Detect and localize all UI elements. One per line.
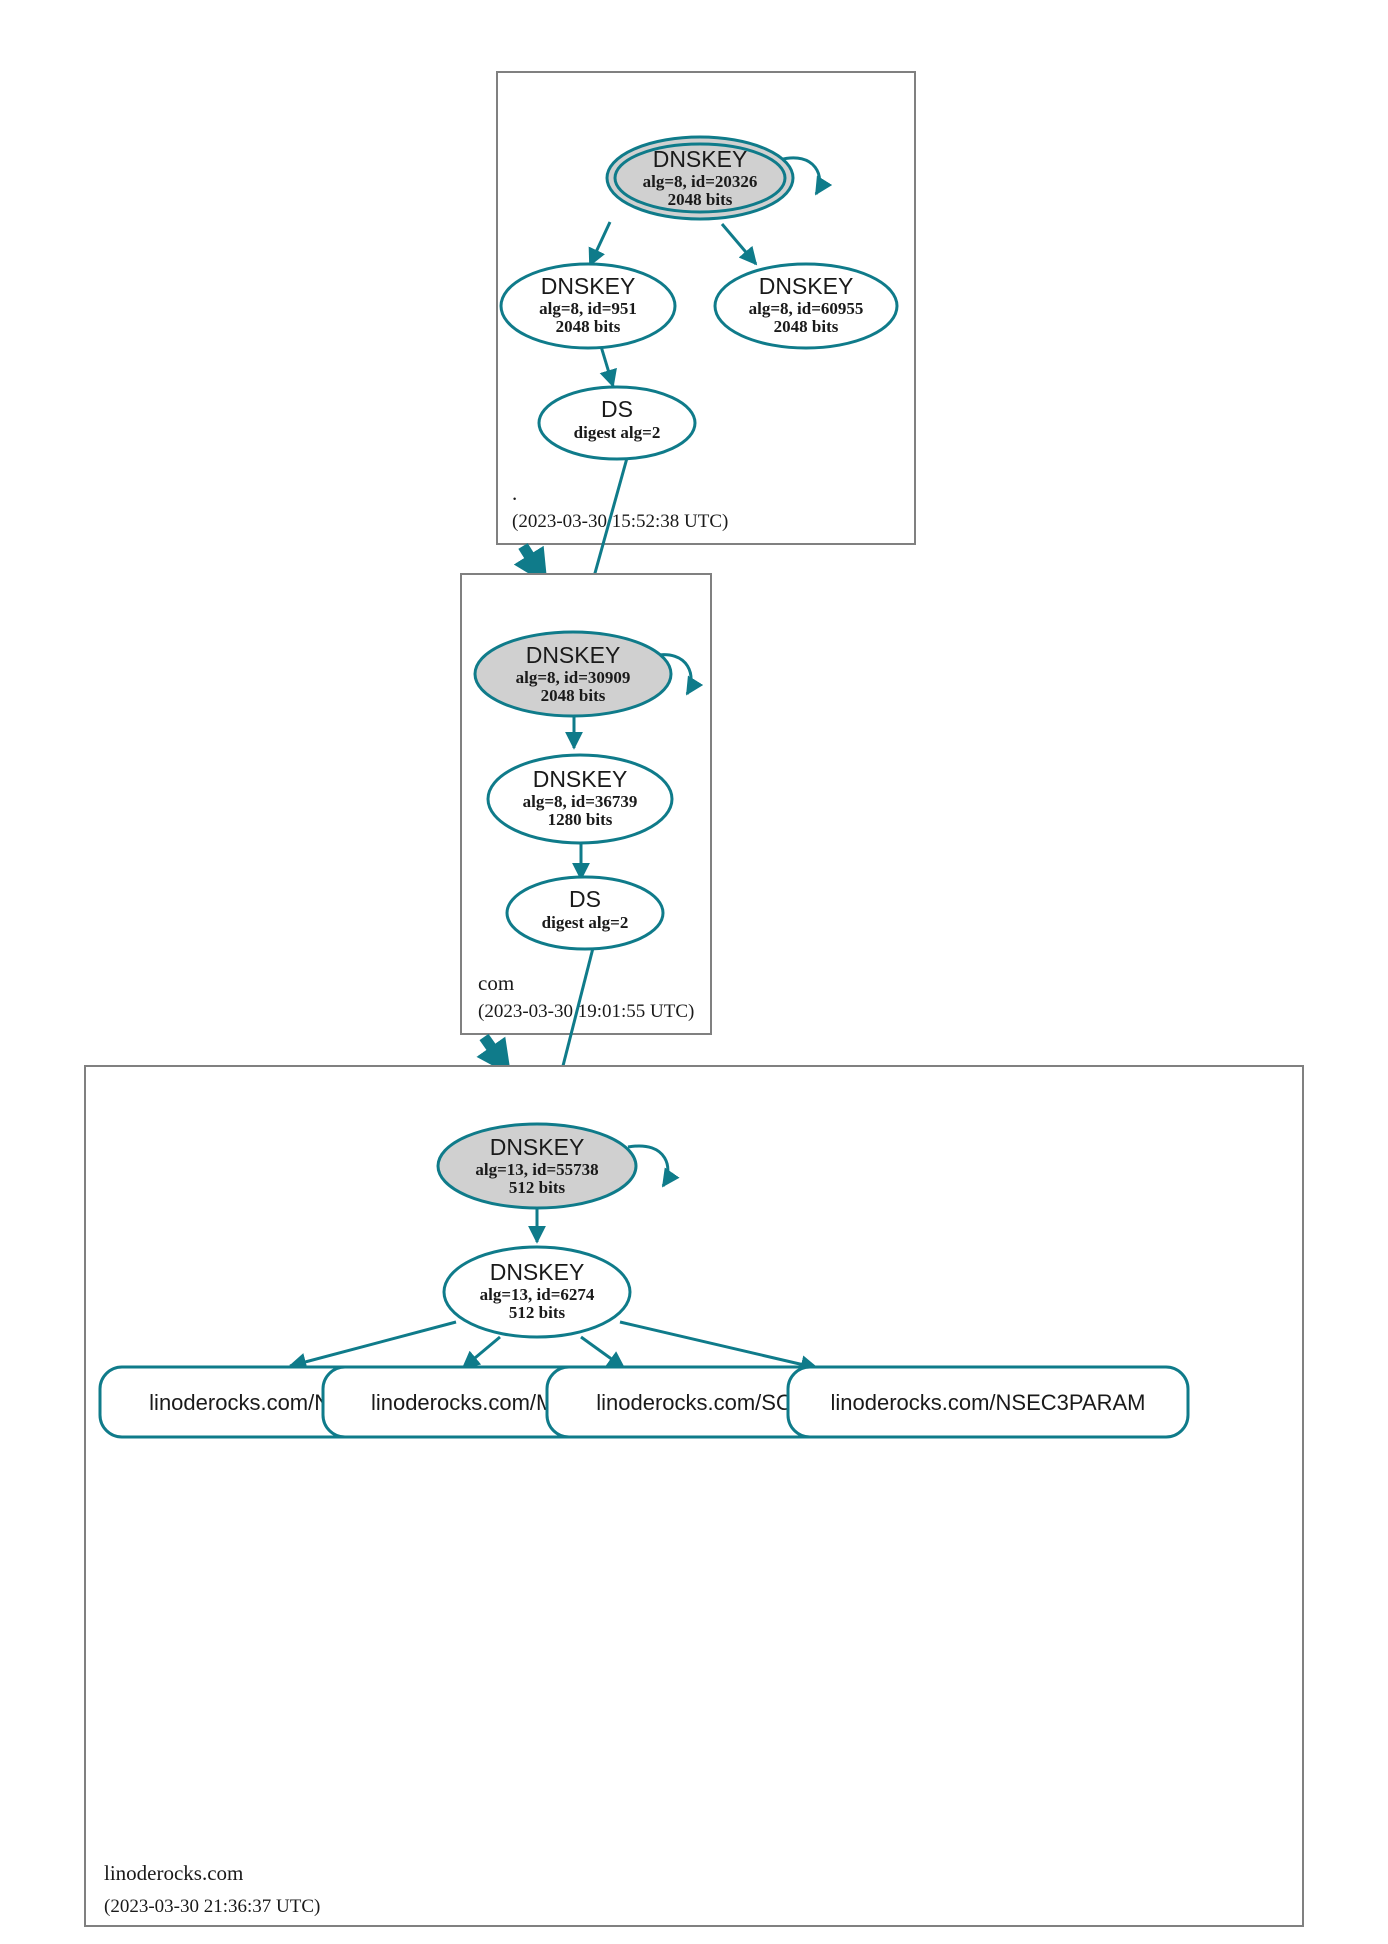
node-com-ds[interactable]: DS digest alg=2 (505, 875, 665, 951)
node-root-ds-title: DS (601, 396, 633, 422)
node-root-zsk-60955[interactable]: DNSKEY alg=8, id=60955 2048 bits (713, 262, 899, 350)
node-lr-zsk-title: DNSKEY (490, 1259, 585, 1285)
node-lr-zsk-params: alg=13, id=6274 (480, 1285, 595, 1304)
rrset-mx-label: linoderocks.com/MX (371, 1390, 569, 1415)
zone-com: DNSKEY alg=8, id=30909 2048 bits DNSKEY … (460, 573, 712, 1035)
node-root-zsk-60955-ellipse (713, 262, 899, 350)
rrset-node-ns[interactable]: linoderocks.com/NS (98, 1365, 396, 1439)
node-com-zsk-bits: 1280 bits (548, 810, 613, 829)
node-com-zsk[interactable]: DNSKEY alg=8, id=36739 1280 bits (486, 753, 674, 845)
zone-com-name: com (478, 971, 514, 995)
node-root-zsk-951-params: alg=8, id=951 (539, 299, 637, 318)
edge-lr-zsk-to-soa (580, 1335, 626, 1370)
node-root-ds[interactable]: DS digest alg=2 (537, 385, 697, 461)
node-com-zsk-title: DNSKEY (533, 766, 628, 792)
rrset-ns-label: linoderocks.com/NS (149, 1390, 345, 1415)
edge-delegation-com-to-linoderocks (476, 1033, 512, 1076)
node-lr-ksk-title: DNSKEY (490, 1134, 585, 1160)
rrset-node-mx[interactable]: linoderocks.com/MX (321, 1365, 619, 1439)
node-lr-zsk-ellipse (442, 1245, 632, 1339)
node-com-ds-ellipse (505, 875, 665, 951)
zone-root-timestamp: (2023-03-30 15:52:38 UTC) (512, 511, 728, 532)
edge-root-zsk951-to-ds (598, 342, 617, 388)
edge-delegation-root-to-com (513, 543, 548, 585)
node-root-zsk-60955-title: DNSKEY (759, 273, 854, 299)
zone-com-timestamp: (2023-03-30 19:01:55 UTC) (478, 1001, 694, 1022)
zone-linoderocks-border (84, 1065, 1304, 1927)
node-root-ksk[interactable]: DNSKEY alg=8, id=20326 2048 bits (605, 135, 795, 221)
edge-lr-zsk-to-nsec3param (619, 1320, 819, 1374)
node-root-ds-params: digest alg=2 (574, 423, 661, 442)
zone-linoderocks: DNSKEY alg=13, id=55738 512 bits DNSKEY … (84, 1065, 1304, 1927)
node-com-zsk-params: alg=8, id=36739 (523, 792, 638, 811)
edge-root-ksk-to-zsk951 (588, 221, 612, 267)
node-com-ksk-ellipse (473, 630, 673, 718)
node-root-ksk-params: alg=8, id=20326 (643, 172, 758, 191)
rrset-nsec3param-box (786, 1365, 1190, 1439)
node-lr-zsk-bits: 512 bits (509, 1303, 566, 1322)
rrset-node-nsec3param[interactable]: linoderocks.com/NSEC3PARAM (786, 1365, 1190, 1439)
node-com-ksk-title: DNSKEY (526, 642, 621, 668)
node-root-ds-ellipse (537, 385, 697, 461)
node-root-zsk-951-ellipse (499, 262, 677, 350)
edge-lr-ksk-self-sign (627, 1144, 680, 1188)
node-root-ksk-bits: 2048 bits (668, 190, 733, 209)
edge-root-ksk-self-sign (778, 156, 833, 196)
node-com-ds-title: DS (569, 886, 601, 912)
node-com-ksk-bits: 2048 bits (541, 686, 606, 705)
rrset-nsec3param-label: linoderocks.com/NSEC3PARAM (830, 1390, 1145, 1415)
node-lr-ksk-bits: 512 bits (509, 1178, 566, 1197)
edge-lr-zsk-to-ns (288, 1320, 457, 1371)
zone-root-name: . (512, 481, 517, 505)
zone-linoderocks-timestamp: (2023-03-30 21:36:37 UTC) (104, 1896, 320, 1917)
edge-lr-zsk-to-mx (461, 1335, 501, 1370)
rrset-soa-label: linoderocks.com/SOA (596, 1390, 808, 1415)
node-root-zsk-951-title: DNSKEY (541, 273, 636, 299)
node-root-zsk-60955-params: alg=8, id=60955 (749, 299, 864, 318)
node-root-zsk-60955-bits: 2048 bits (774, 317, 839, 336)
node-lr-ksk-ellipse (436, 1122, 638, 1210)
edge-root-ksk-to-zsk60955 (720, 223, 758, 266)
node-root-ksk-title: DNSKEY (653, 146, 748, 172)
node-root-zsk-951-bits: 2048 bits (556, 317, 621, 336)
node-lr-ksk-params: alg=13, id=55738 (475, 1160, 598, 1179)
node-lr-zsk[interactable]: DNSKEY alg=13, id=6274 512 bits (442, 1245, 632, 1339)
node-lr-ksk[interactable]: DNSKEY alg=13, id=55738 512 bits (436, 1122, 638, 1210)
node-com-ksk[interactable]: DNSKEY alg=8, id=30909 2048 bits (473, 630, 673, 718)
node-com-zsk-ellipse (486, 753, 674, 845)
node-com-ds-params: digest alg=2 (542, 913, 629, 932)
rrset-node-soa[interactable]: linoderocks.com/SOA (545, 1365, 859, 1439)
zone-root: DNSKEY alg=8, id=20326 2048 bits DNSKEY … (496, 71, 916, 545)
node-root-zsk-951[interactable]: DNSKEY alg=8, id=951 2048 bits (499, 262, 677, 350)
zone-linoderocks-name: linoderocks.com (104, 1861, 243, 1885)
node-root-ksk-ellipse (613, 142, 787, 214)
node-com-ksk-params: alg=8, id=30909 (516, 668, 631, 687)
